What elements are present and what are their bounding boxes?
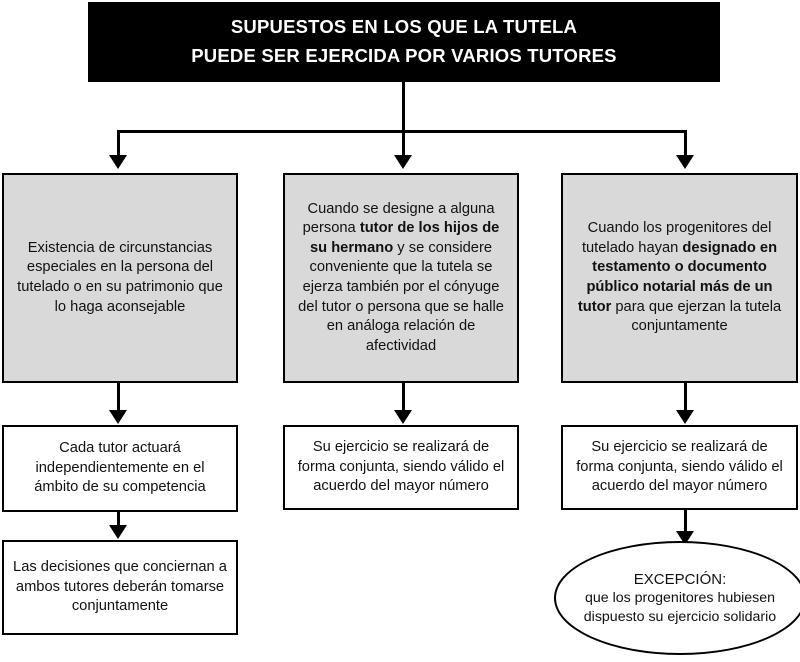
connector-bus-to-right-premise [684,130,687,156]
arrowhead-center-premise [394,155,412,169]
consequence-box-center: Su ejercicio se realizará de forma conju… [283,425,519,510]
consequence-right-text: Su ejercicio se realizará de forma conju… [576,439,783,495]
diagram-title-line-2: PUEDE SER EJERCIDA POR VARIOS TUTORES [191,45,617,66]
diagram-title-banner: SUPUESTOS EN LOS QUE LA TUTELA PUEDE SER… [88,2,720,82]
detail-left-text: Las decisiones que conciernan a ambos tu… [13,559,227,615]
arrowhead-left-premise [109,155,127,169]
arrowhead-center-consequence [394,410,412,424]
exception-ellipse: EXCEPCIÓN: que los progenitores hubiesen… [554,541,800,655]
premise-center-text: Cuando se designe a alguna persona tutor… [298,200,504,354]
exception-label: EXCEPCIÓN: [633,570,727,588]
premise-box-left: Existencia de circunstancias especiales … [2,173,238,383]
connector-right-consequence-to-exception [684,510,687,534]
arrowhead-right-premise [676,155,694,169]
consequence-center-text: Su ejercicio se realizará de forma conju… [297,439,505,495]
consequence-left-text: Cada tutor actuará independientemente en… [34,440,206,496]
exception-body: que los progenitores hubiesen dispuesto … [583,590,777,625]
connector-title-stem [402,82,405,132]
arrowhead-right-consequence [676,410,694,424]
connector-left-premise-to-consequence [117,383,120,411]
premise-left-text: Existencia de circunstancias especiales … [17,239,223,315]
premise-right-text: Cuando los progenitores del tutelado hay… [577,220,782,335]
connector-left-consequence-to-detail [117,512,120,528]
premise-box-right: Cuando los progenitores del tutelado hay… [561,173,798,383]
detail-box-left: Las decisiones que conciernan a ambos tu… [2,540,238,635]
connector-right-premise-to-consequence [684,383,687,411]
connector-center-premise-to-consequence [402,383,405,411]
consequence-box-right: Su ejercicio se realizará de forma conju… [561,425,798,510]
consequence-box-left: Cada tutor actuará independientemente en… [2,425,238,512]
diagram-title-line-1: SUPUESTOS EN LOS QUE LA TUTELA [230,16,578,38]
arrowhead-left-consequence [109,410,127,424]
premise-box-center: Cuando se designe a alguna persona tutor… [283,173,519,383]
connector-bus-to-center-premise [402,130,405,156]
exception-text-wrapper: EXCEPCIÓN: que los progenitores hubiesen… [556,570,800,626]
arrowhead-left-detail [109,525,127,539]
connector-bus-to-left-premise [117,130,120,156]
